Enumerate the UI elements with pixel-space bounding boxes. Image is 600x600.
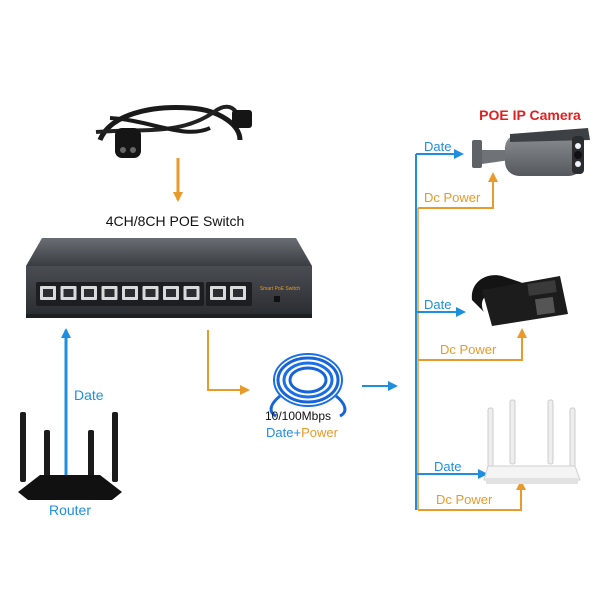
rj45-port-socket [125,289,135,297]
network-cable-image [269,353,347,418]
rj45-port-socket [63,289,74,297]
cable-speed-label: 10/100Mbps [265,409,331,423]
poe-switch-image: Smart PoE Switch [26,238,312,318]
rj45-port-socket [213,289,223,297]
rj45-port-socket [233,289,243,297]
switch-panel-label: Smart PoE Switch [260,286,301,292]
ap-power-label: Dc Power [436,492,493,507]
switch-title: 4CH/8CH POE Switch [106,213,244,229]
camera-title: POE IP Camera [479,107,581,123]
router-label: Router [49,502,91,518]
cable-data-text: Date+ [266,425,301,440]
ap-power-line [418,486,522,511]
cable-power-text: Power [301,425,339,440]
camera-power-label: Dc Power [424,190,481,205]
desk-phone-image [471,275,568,326]
rj45-port-socket [186,289,197,297]
power-cord-image [95,104,252,158]
phone-power-label: Dc Power [440,342,497,357]
switch-ports [40,286,246,300]
switch-output-arrow [207,330,246,391]
wifi-access-point-image [483,399,581,484]
ap-data-label: Date [434,459,461,474]
router-data-label: Date [74,387,104,403]
cable-type-label: Date+Power [266,425,339,440]
ip-camera-image [472,128,590,176]
rj45-port-socket [104,289,115,297]
camera-power-line [418,178,494,209]
rj45-port-socket [166,289,176,297]
router-image [18,412,122,500]
camera-data-label: Date [424,139,451,154]
phone-data-label: Date [424,297,451,312]
rj45-port-socket [84,289,94,297]
phone-power-line [418,334,523,361]
rj45-port-socket [145,289,156,297]
rj45-port-socket [43,289,53,297]
